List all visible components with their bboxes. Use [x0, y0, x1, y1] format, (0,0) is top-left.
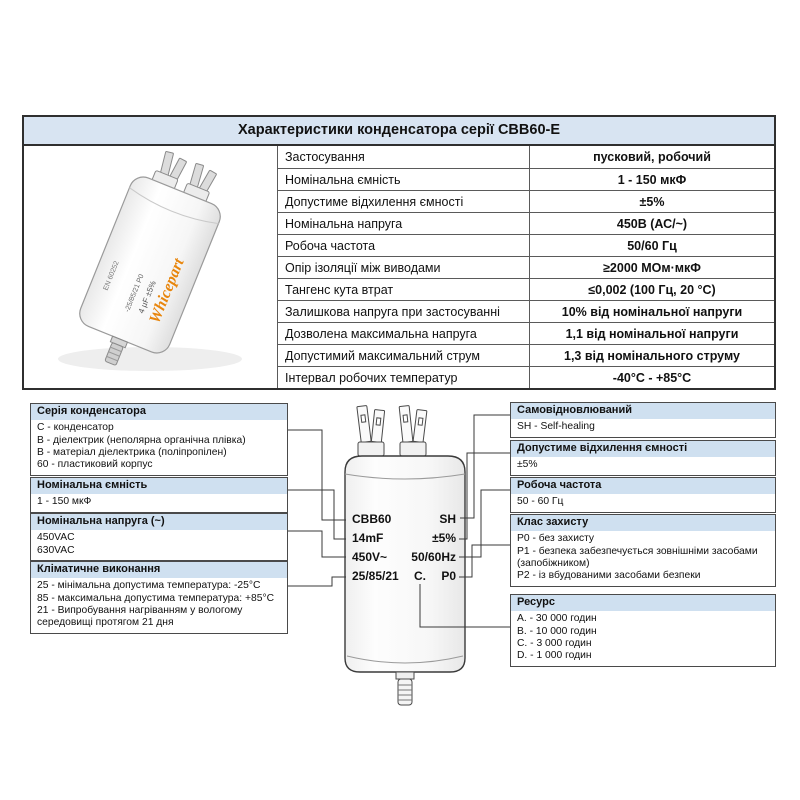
- marking-series: CBB60: [352, 511, 392, 526]
- callout-protection-class: Клас захисту P0 - без захисту P1 - безпе…: [510, 514, 776, 587]
- table-row-value: 1,3 від номінального струму: [529, 344, 774, 366]
- capacitor-photo-svg: Whicepart 4 µF ±5% -25/85/21 P0 EN 60252: [58, 151, 242, 371]
- spec-grid: Whicepart 4 µF ±5% -25/85/21 P0 EN 60252…: [24, 146, 774, 388]
- photo-shadow: [58, 347, 242, 371]
- callout-line: B - діелектрик (неполярна органічна плів…: [37, 434, 246, 446]
- callout-line: 21 - Випробування нагріванням у вологому…: [37, 604, 243, 629]
- mounting-stud: [395, 671, 415, 706]
- callout-line: P2 - із вбудованими засобами безпеки: [517, 570, 701, 582]
- spec-table: Характеристики конденсатора серії CBB60-…: [22, 115, 776, 390]
- callout-line: ±5%: [517, 459, 538, 471]
- callout-body: ±5%: [511, 457, 775, 474]
- callout-line: 450VAC: [37, 532, 75, 544]
- callout-line: 60 - пластиковий корпус: [37, 459, 153, 471]
- marking-capacitance: 14mF: [352, 530, 384, 545]
- callout-body: 50 - 60 Гц: [511, 494, 775, 511]
- table-row-value: пусковий, робочий: [529, 146, 774, 168]
- body-bottom-seam: [346, 655, 464, 664]
- table-row-value: 10% від номінальної напруги: [529, 300, 774, 322]
- table-row-value: 1,1 від номінальної напруги: [529, 322, 774, 344]
- callout-line: D. - 1 000 годин: [517, 650, 592, 662]
- callout-line: C. - 3 000 годин: [517, 637, 592, 649]
- table-row-label: Застосування: [277, 146, 529, 168]
- table-row-label: Допустиме відхилення ємності: [277, 190, 529, 212]
- callout-line: P1 - безпека забезпечується зовнішніми з…: [517, 545, 758, 569]
- marking-voltage: 450V~: [352, 549, 388, 564]
- marking-protection: P0: [441, 568, 456, 583]
- table-row-value: -40°C - +85°C: [529, 366, 774, 388]
- callout-body: SH - Self-healing: [511, 419, 775, 436]
- marking-resource: C.: [414, 568, 427, 583]
- callout-line: B. - 10 000 годин: [517, 625, 597, 637]
- callout-line: B - матеріал діелектрика (поліпропілен): [37, 446, 227, 458]
- photo-seam: [129, 187, 219, 225]
- callout-line: A. - 30 000 годин: [517, 613, 597, 625]
- table-row-label: Робоча частота: [277, 234, 529, 256]
- table-row-value: ≥2000 МОм·мкФ: [529, 256, 774, 278]
- callout-line: 50 - 60 Гц: [517, 496, 564, 508]
- marking-row: CBB60 SH: [352, 509, 456, 528]
- callout-line: 630VAC: [37, 544, 75, 556]
- callout-title: Ресурс: [511, 595, 775, 612]
- callout-body: A. - 30 000 годин B. - 10 000 годин C. -…: [511, 611, 775, 665]
- callout-body: 1 - 150 мкФ: [31, 494, 287, 511]
- table-row-value: 50/60 Гц: [529, 234, 774, 256]
- callout-resource: Ресурс A. - 30 000 годин B. - 10 000 год…: [510, 594, 776, 667]
- marking-row: 14mF ±5%: [352, 528, 456, 547]
- callout-line: SH - Self-healing: [517, 421, 595, 433]
- callout-voltage: Номінальна напруга (~) 450VAC 630VAC: [30, 513, 288, 561]
- table-row-label: Дозволена максимальна напруга: [277, 322, 529, 344]
- callout-line: 25 - мінімальна допустима температура: -…: [37, 580, 261, 592]
- callout-title: Номінальна ємність: [31, 478, 287, 495]
- callout-body: 25 - мінімальна допустима температура: -…: [31, 578, 287, 632]
- table-row-label: Опір ізоляції між виводами: [277, 256, 529, 278]
- callout-title: Самовідновлюваний: [511, 403, 775, 420]
- marking-climate: 25/85/21: [352, 568, 399, 583]
- marking-self-healing: SH: [439, 511, 456, 526]
- capacitor-photo: Whicepart 4 µF ±5% -25/85/21 P0 EN 60252: [24, 146, 277, 388]
- marking-code: CBB60 SH 14mF ±5% 450V~ 50/60Hz 25/85/21…: [352, 509, 456, 585]
- callout-title: Кліматичне виконання: [31, 562, 287, 579]
- callout-line: C - конденсатор: [37, 422, 114, 434]
- table-row-value: 1 - 150 мкФ: [529, 168, 774, 190]
- callout-title: Номінальна напруга (~): [31, 514, 287, 531]
- table-row-value: ±5%: [529, 190, 774, 212]
- marking-row: 450V~ 50/60Hz: [352, 547, 456, 566]
- table-row-label: Допустимий максимальний струм: [277, 344, 529, 366]
- terminal-right: [398, 405, 428, 457]
- table-row-value: 450В (АС/~): [529, 212, 774, 234]
- photo-stud: [104, 335, 129, 366]
- terminal-left: [356, 405, 386, 457]
- callout-body: 450VAC 630VAC: [31, 530, 287, 560]
- callout-body: P0 - без захисту P1 - безпека забезпечує…: [511, 531, 775, 585]
- callout-series: Серія конденсатора C - конденсатор B - д…: [30, 403, 288, 476]
- table-row-label: Залишкова напруга при застосуванні: [277, 300, 529, 322]
- marking-tolerance: ±5%: [432, 530, 456, 545]
- body-top-seam: [344, 473, 466, 480]
- callout-self-healing: Самовідновлюваний SH - Self-healing: [510, 402, 776, 438]
- table-row-label: Номінальна напруга: [277, 212, 529, 234]
- callout-line: 85 - максимальна допустима температура: …: [37, 592, 275, 604]
- callout-line: 1 - 150 мкФ: [37, 496, 92, 508]
- marking-row: 25/85/21 C. P0: [352, 566, 456, 585]
- callout-body: C - конденсатор B - діелектрик (неполярн…: [31, 420, 287, 474]
- table-row-label: Інтервал робочих температур: [277, 366, 529, 388]
- callout-title: Клас захисту: [511, 515, 775, 532]
- table-row-label: Тангенс кута втрат: [277, 278, 529, 300]
- callout-tolerance: Допустиме відхилення ємності ±5%: [510, 440, 776, 476]
- callout-line: P0 - без захисту: [517, 533, 595, 545]
- table-row-value: ≤0,002 (100 Гц, 20 °C): [529, 278, 774, 300]
- callout-title: Серія конденсатора: [31, 404, 287, 421]
- table-row-label: Номінальна ємність: [277, 168, 529, 190]
- marking-frequency: 50/60Hz: [411, 549, 456, 564]
- photo-terminals: [151, 151, 217, 204]
- callout-frequency: Робоча частота 50 - 60 Гц: [510, 477, 776, 513]
- callout-title: Робоча частота: [511, 478, 775, 495]
- callout-capacitance: Номінальна ємність 1 - 150 мкФ: [30, 477, 288, 513]
- page-title: Характеристики конденсатора серії CBB60-…: [24, 117, 774, 146]
- callout-title: Допустиме відхилення ємності: [511, 441, 775, 458]
- callout-climate: Кліматичне виконання 25 - мінімальна доп…: [30, 561, 288, 634]
